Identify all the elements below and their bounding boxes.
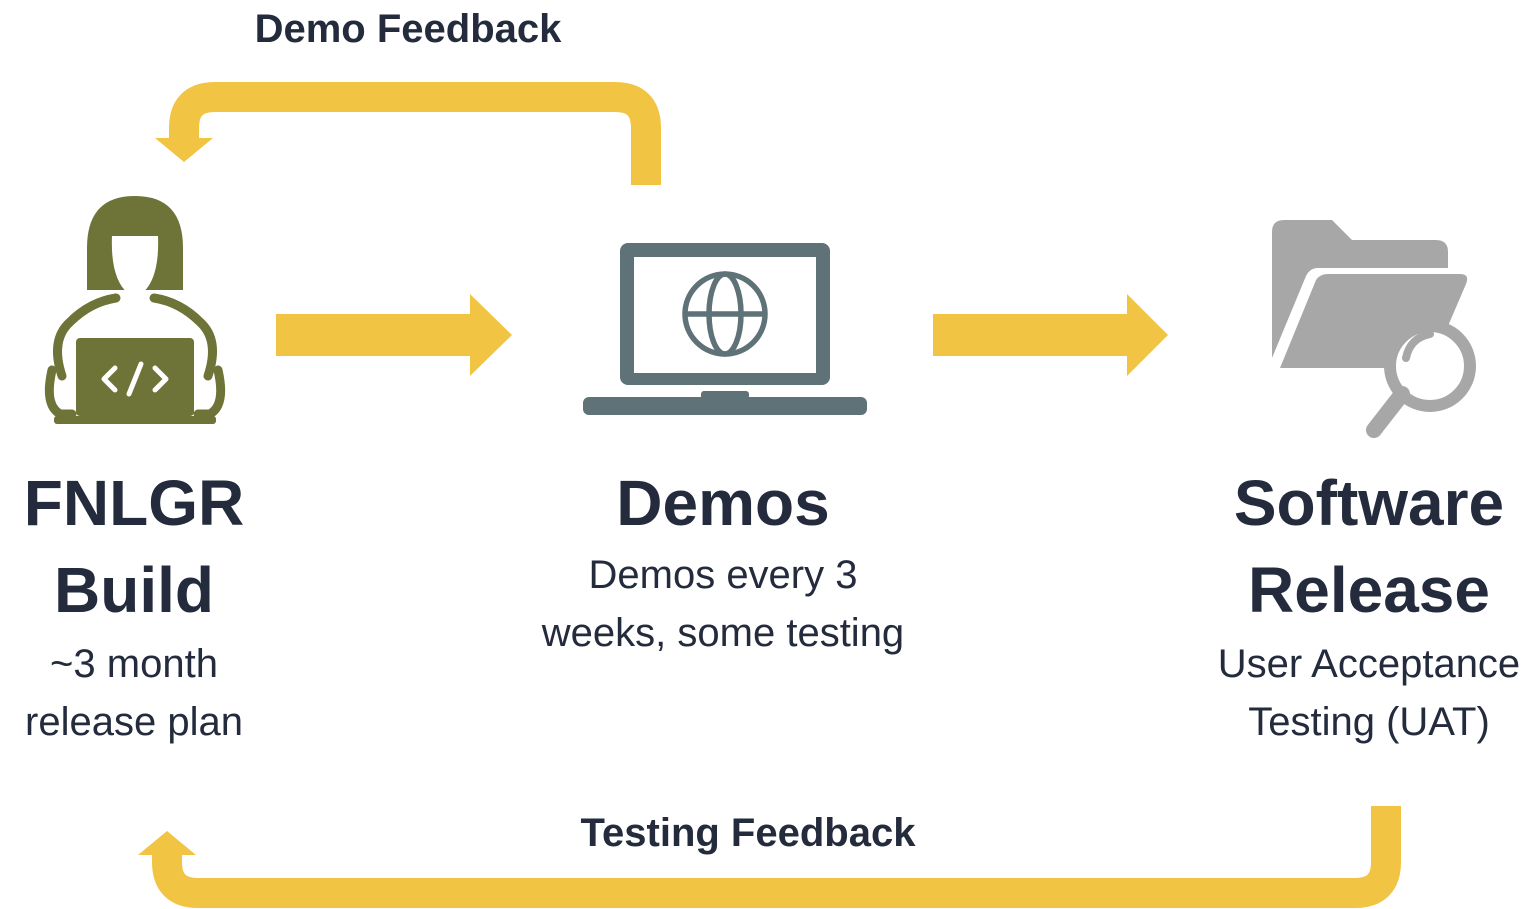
demo-feedback-arrow xyxy=(155,82,661,185)
stage-build-title-line2: Build xyxy=(54,554,214,626)
stage-build-title-line1: FNLGR xyxy=(23,467,245,539)
stage-build-desc-line2: release plan xyxy=(25,700,243,744)
stage-release-desc-line2: Testing (UAT) xyxy=(1248,700,1490,744)
developer-coding-icon xyxy=(44,196,226,424)
stage-build-desc-line1: ~3 month xyxy=(50,642,218,686)
stage-demos-title: Demos xyxy=(616,467,830,539)
laptop-globe-icon xyxy=(583,243,867,415)
demo-feedback-label: Demo Feedback xyxy=(254,7,562,51)
stage-demos-desc-line2: weeks, some testing xyxy=(541,611,905,655)
build-to-demos-arrow xyxy=(276,294,512,376)
stage-release-title-line1: Software xyxy=(1233,467,1505,539)
stage-release-title-line2: Release xyxy=(1248,554,1490,626)
stage-release-desc-line1: User Acceptance xyxy=(1217,642,1521,686)
demos-to-release-arrow xyxy=(933,294,1168,376)
testing-feedback-label: Testing Feedback xyxy=(580,811,916,855)
stage-demos-desc-line1: Demos every 3 xyxy=(588,553,858,597)
folder-search-icon xyxy=(1272,220,1476,438)
testing-feedback-arrow xyxy=(138,806,1401,908)
